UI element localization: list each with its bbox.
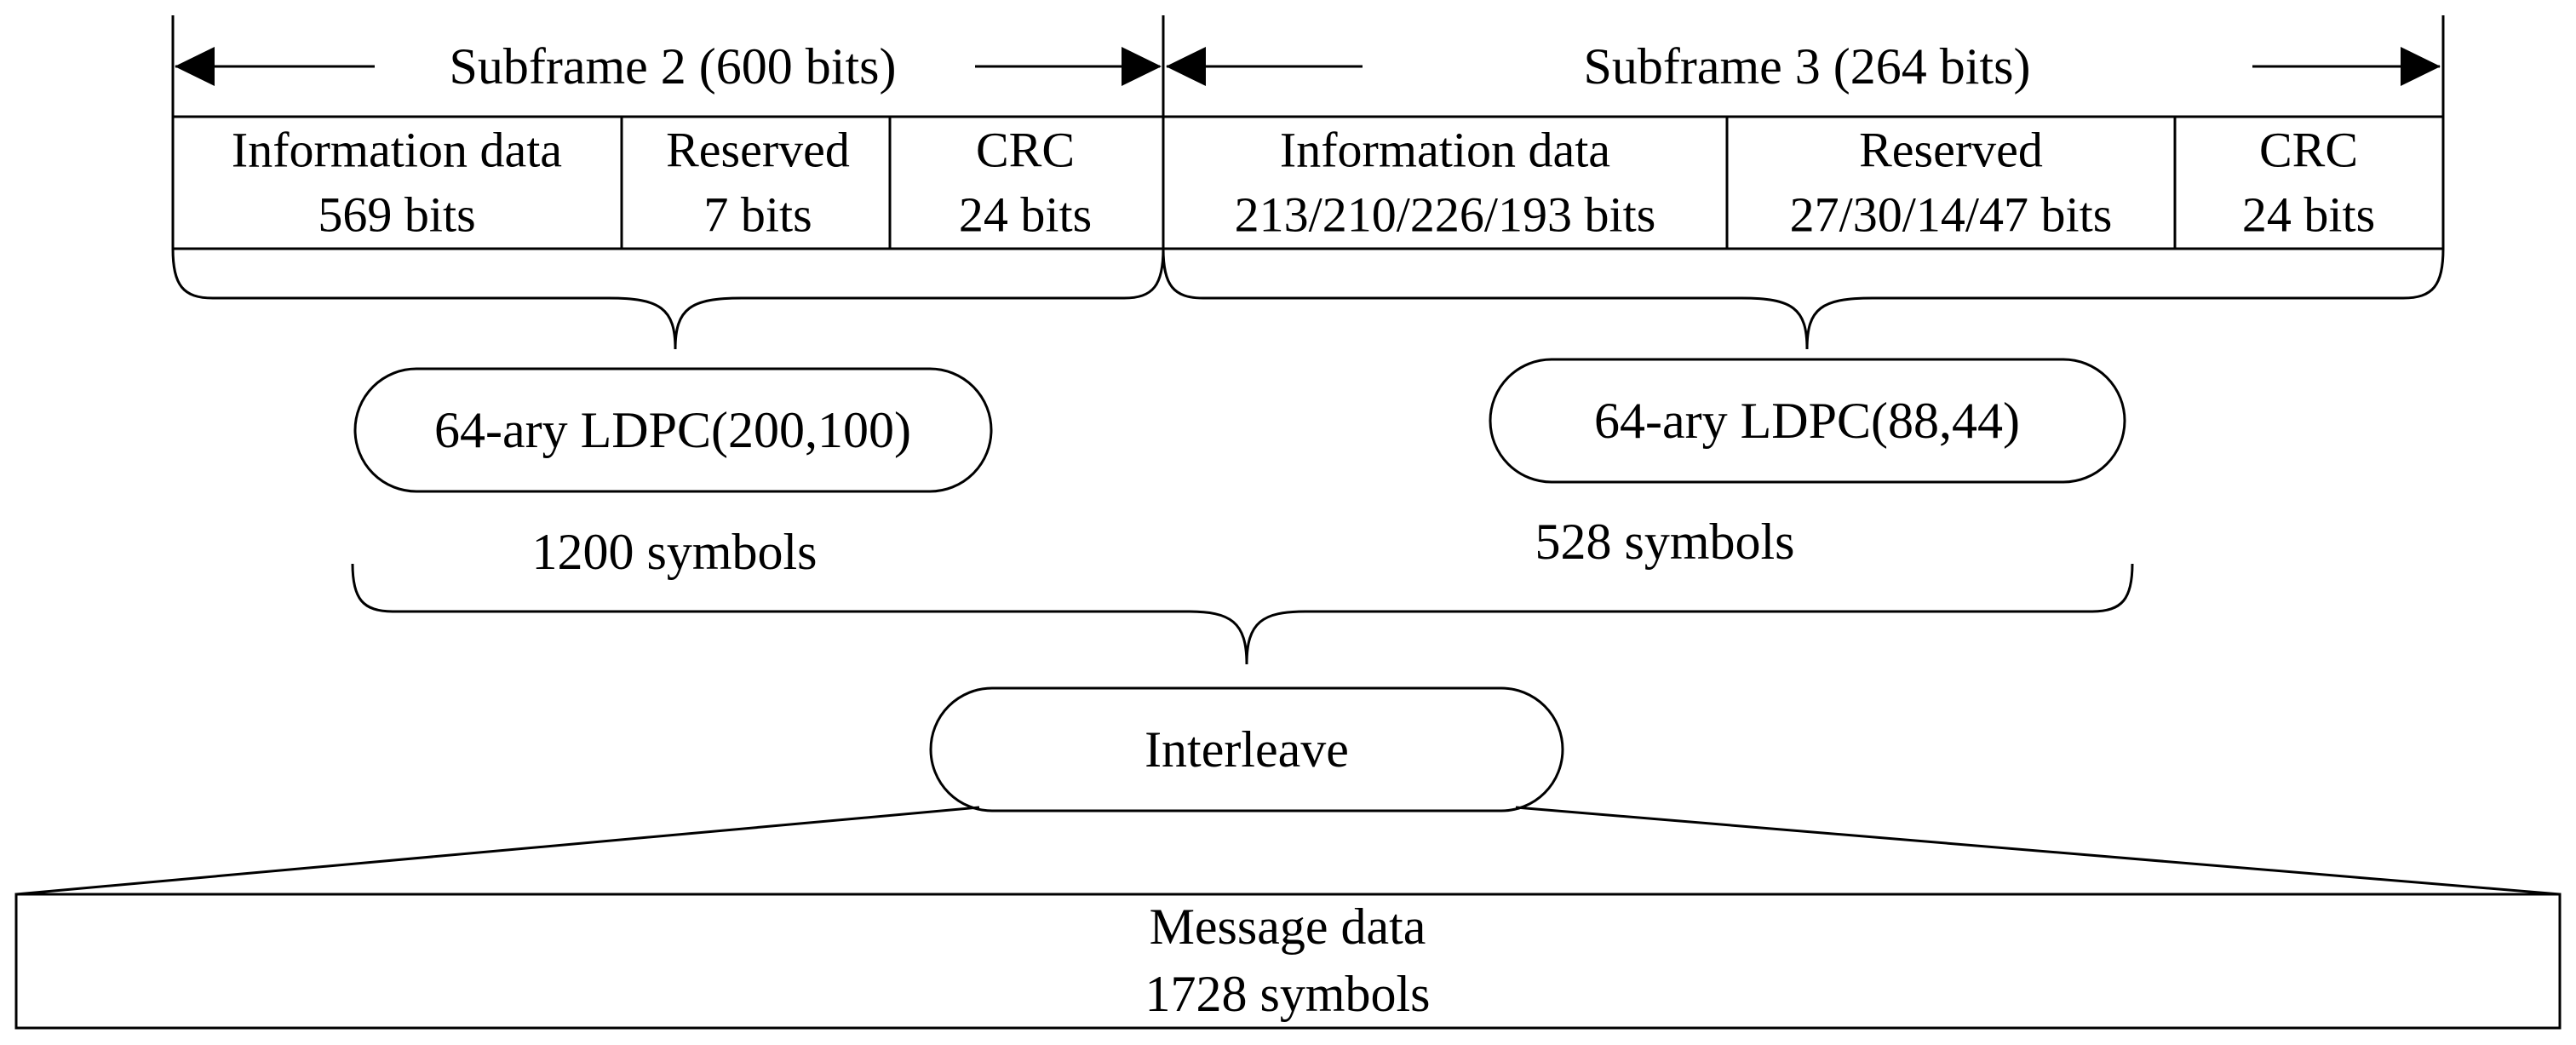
field-name: Information data: [1280, 123, 1610, 178]
combine-brace: [351, 563, 2134, 665]
subframe3-cell-information-data: Information data 213/210/226/193 bits: [1235, 123, 1656, 243]
subframe3-header-label: Subframe 3 (264 bits): [1584, 38, 2031, 95]
fanout-line-right: [1515, 806, 2561, 896]
field-size: 569 bits: [318, 187, 475, 243]
interleave-label: Interleave: [1145, 721, 1349, 778]
subframe3-encoder-box: [1489, 358, 2126, 484]
message-box: [14, 893, 2562, 1030]
subframe3-arrowhead-right: [2401, 47, 2441, 86]
subframe2-header: Subframe 2 (600 bits): [171, 15, 1162, 249]
field-name: Reserved: [1859, 123, 2043, 178]
subframe3-brace: [1162, 248, 2445, 350]
field-size: 213/210/226/193 bits: [1235, 187, 1656, 243]
message-size: 1728 symbols: [1145, 966, 1430, 1022]
field-name: CRC: [976, 123, 1075, 178]
field-name: CRC: [2259, 123, 2358, 178]
field-size: 24 bits: [959, 187, 1092, 243]
subframe3-header: Subframe 3 (264 bits): [1162, 15, 2445, 249]
subframe2-header-label: Subframe 2 (600 bits): [450, 38, 897, 95]
subframe2-output-symbols: 1200 symbols: [531, 524, 817, 580]
interleave-box: [929, 686, 1564, 812]
field-table: Information data 569 bits Reserved 7 bit…: [171, 115, 2445, 250]
subframe2-encoder-label: 64-ary LDPC(200,100): [434, 402, 911, 458]
subframe3-output-symbols: 528 symbols: [1535, 514, 1794, 570]
subframe2-arrowhead-left: [175, 47, 215, 86]
field-size: 7 bits: [703, 187, 812, 243]
message-block: Message data 1728 symbols: [14, 893, 2562, 1030]
subframe2-encoder-box: [353, 367, 993, 493]
subframe2-brace: [171, 248, 1165, 350]
interleave-block: Interleave: [929, 686, 1564, 812]
subframe2-encoder: 64-ary LDPC(200,100): [353, 367, 993, 493]
subframe3-cell-reserved: Reserved 27/30/14/47 bits: [1790, 123, 2113, 243]
field-name: Reserved: [666, 123, 850, 178]
field-name: Information data: [232, 123, 562, 178]
field-table-border: [171, 115, 2445, 250]
subframe3-arrowhead-left: [1166, 47, 1206, 86]
subframe2-cell-reserved: Reserved 7 bits: [666, 123, 850, 243]
subframe2-cell-crc: CRC 24 bits: [959, 123, 1092, 243]
field-size: 27/30/14/47 bits: [1790, 187, 2113, 243]
subframe3-cell-crc: CRC 24 bits: [2242, 123, 2375, 243]
subframe2-cell-information-data: Information data 569 bits: [232, 123, 562, 243]
subframe3-encoder: 64-ary LDPC(88,44): [1489, 358, 2126, 484]
message-label: Message data: [1150, 899, 1426, 955]
field-size: 24 bits: [2242, 187, 2375, 243]
fanout-line-left: [15, 806, 980, 896]
subframe2-arrowhead-right: [1122, 47, 1162, 86]
subframe3-encoder-label: 64-ary LDPC(88,44): [1594, 393, 2020, 449]
